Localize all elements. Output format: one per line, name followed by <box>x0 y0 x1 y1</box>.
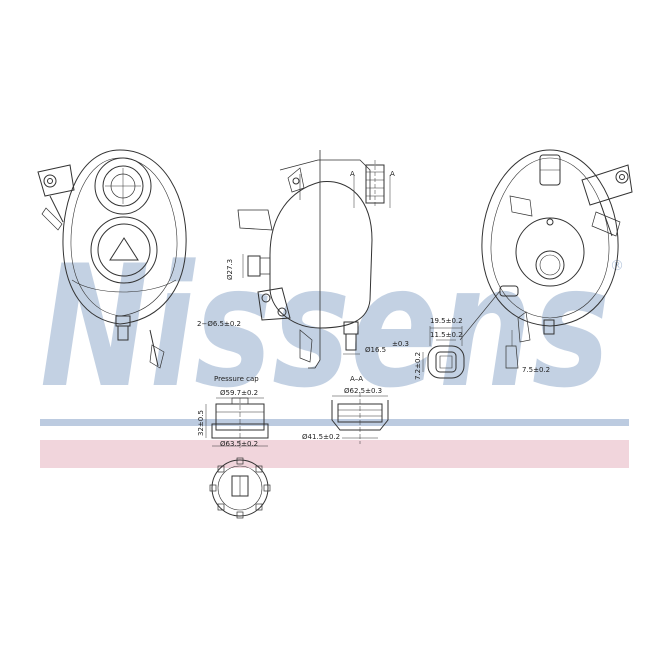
section-label: A–A <box>350 375 363 383</box>
section-mark-left: A <box>350 170 355 178</box>
neck-outer-dimension: Ø62.5±0.3 <box>344 387 382 395</box>
connector-detail <box>422 326 465 379</box>
cap-top-dimension: Ø59.7±0.2 <box>220 389 258 397</box>
connector-inner-dimension: 11.5±0.2 <box>430 331 463 339</box>
stub-dimension: Ø27.3 <box>226 259 234 280</box>
cap-height-dimension: 32±0.5 <box>197 410 205 436</box>
pressure-cap-top <box>209 457 271 519</box>
registered-mark: ® <box>610 258 624 274</box>
section-mark-right: A <box>390 170 395 178</box>
tank-front-view <box>37 149 187 369</box>
outlet-tolerance: ±0.3 <box>392 340 409 348</box>
brand-watermark: Nissens <box>40 229 610 425</box>
tank-rear-view <box>459 149 633 369</box>
bracket-dimension: 7.5±0.2 <box>522 366 550 374</box>
pink-band <box>40 440 629 468</box>
hole-dimension: 2−Ø6.5±0.2 <box>197 320 241 328</box>
connector-outer-dimension: 19.5±0.2 <box>430 317 463 325</box>
neck-inner-dimension: Ø41.5±0.2 <box>302 433 340 441</box>
connector-height-dimension: 7.2±0.2 <box>414 352 422 380</box>
tank-side-view <box>237 150 391 369</box>
pressure-cap-side <box>205 397 269 448</box>
pressure-cap-label: Pressure cap <box>214 375 259 383</box>
neck-section <box>331 392 389 444</box>
cap-bottom-dimension: Ø63.5±0.2 <box>220 440 258 448</box>
outlet-dimension: Ø16.5 <box>365 346 386 354</box>
